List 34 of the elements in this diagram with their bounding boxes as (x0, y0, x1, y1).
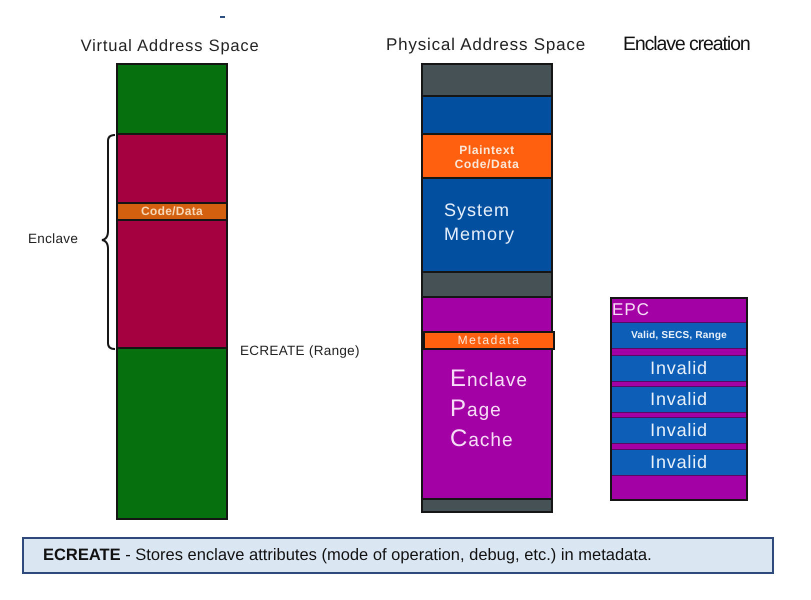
note-banner: ECREATE - Stores enclave attributes (mode of operation, debug, etc.) in metadata. (22, 537, 774, 574)
segment-label: Invalid (649, 450, 709, 474)
column-title: Virtual Address Space (80, 36, 260, 58)
segment-label: Plaintext Code/Data (454, 142, 520, 173)
memory-segment (423, 500, 551, 511)
segment-label: Invalid (649, 388, 709, 411)
segment-label: Code/Data (140, 204, 204, 219)
memory-segment (423, 97, 551, 135)
page-row (612, 355, 746, 382)
enclave-region (118, 135, 226, 349)
segment-label: Enclave Page Cache (450, 364, 529, 454)
memory-segment (118, 202, 226, 221)
memory-segment (423, 179, 551, 273)
slide-title: Enclave creation (623, 33, 750, 56)
range-label: ECREATE (Range) (240, 343, 360, 358)
segment-label: System Memory (444, 198, 516, 246)
epc-block (610, 297, 748, 501)
page-row (612, 449, 746, 476)
memory-segment (423, 65, 551, 97)
segment-label: Valid, SECS, Range (630, 328, 728, 342)
page-row (612, 322, 746, 349)
memory-segment (423, 273, 551, 298)
memory-segment (423, 331, 555, 350)
segment-label: Invalid (649, 418, 709, 442)
memory-segment (118, 65, 226, 135)
page-row (612, 386, 746, 413)
segment-label: Metadata (456, 333, 522, 348)
page-row (612, 417, 746, 444)
brace-label: Enclave (28, 231, 78, 246)
block-label: EPC (612, 299, 651, 321)
memory-segment (118, 349, 226, 518)
memory-segment (423, 135, 551, 179)
column-title: Physical Address Space (385, 34, 587, 56)
segment-label: Invalid (649, 356, 709, 380)
